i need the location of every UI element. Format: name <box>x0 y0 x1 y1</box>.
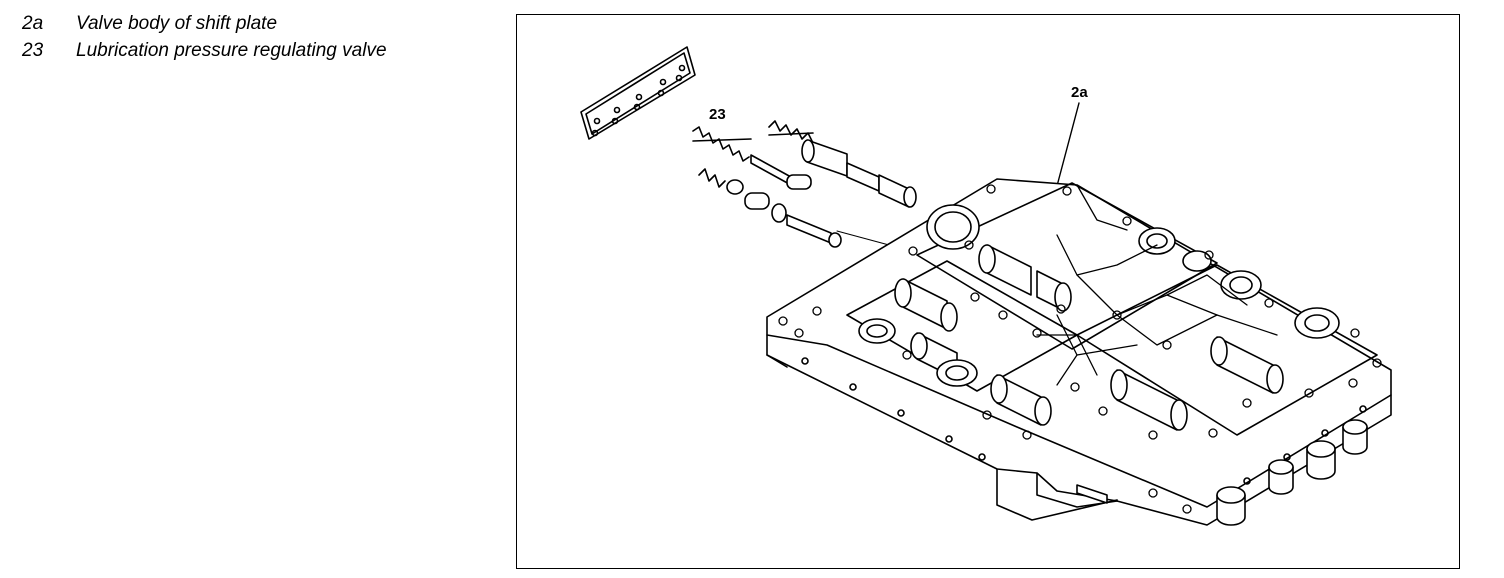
callout-2a: 2a <box>1071 84 1088 101</box>
valve-stem-upper <box>750 154 812 190</box>
exploded-view-figure: 23 2a <box>516 14 1460 569</box>
legend: 2a Valve body of shift plate 23 Lubricatio… <box>22 12 387 66</box>
spring-upper <box>692 126 752 162</box>
legend-code: 2a <box>22 13 44 34</box>
legend-description: Valve body of shift plate <box>76 13 278 34</box>
legend-item-23: 23 Lubrication pressure regulating valve <box>22 39 387 66</box>
legend-item-2a: 2a Valve body of shift plate <box>22 12 387 39</box>
spring-right <box>768 120 814 144</box>
regulating-valve-components <box>692 120 917 248</box>
legend-code: 23 <box>22 40 44 61</box>
valve-body-ribs <box>1036 184 1278 386</box>
callout-23: 23 <box>709 106 726 123</box>
valve-body-bosses <box>858 227 1340 387</box>
valve-body <box>766 178 1392 526</box>
valve-body-bolt-holes <box>778 184 1382 514</box>
valve-body-drawing: 23 2a <box>580 46 1392 526</box>
solenoid-cylinders <box>894 244 1284 431</box>
legend-description: Lubrication pressure regulating valve <box>76 40 387 61</box>
cover-plate <box>580 46 696 140</box>
valve-sleeves-lower <box>726 179 842 248</box>
valve-piston <box>801 139 917 208</box>
spring-lower <box>698 168 726 188</box>
damper-reservoirs <box>1216 419 1368 526</box>
